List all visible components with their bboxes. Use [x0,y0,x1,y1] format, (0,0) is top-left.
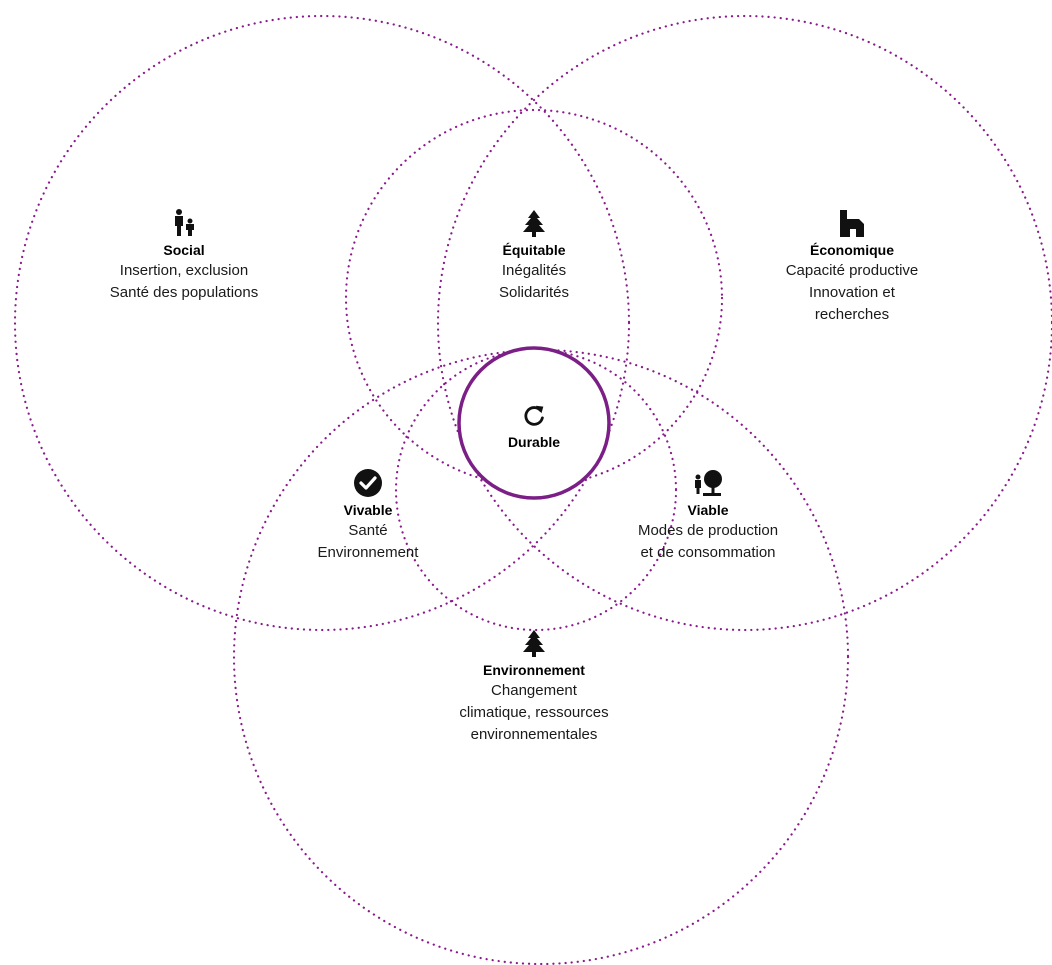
zone-title: Vivable [343,502,393,518]
zone-social: Social Insertion, exclusion Santé des po… [84,208,284,304]
zone-vivable: Vivable Santé Environnement [268,468,468,564]
zone-title: Social [163,242,205,258]
zone-durable: Durable [474,402,594,452]
zone-line: Inégalités [501,262,567,279]
zone-line: Santé [348,522,388,539]
zone-line: Santé des populations [109,284,259,301]
check-circle-icon [354,469,382,497]
zone-title: Économique [809,242,894,258]
zone-line: Changement [491,682,577,699]
zone-viable: Viable Modes de production et de consomm… [608,468,808,564]
zone-line: Environnement [317,544,419,561]
zone-line: Innovation et [809,284,895,301]
zone-title: Viable [687,502,729,518]
refresh-icon [524,405,544,426]
person-tree-icon [695,470,722,496]
zone-equitable: Équitable Inégalités Solidarités [434,208,634,304]
zone-line: Insertion, exclusion [119,262,249,279]
zone-environnement: Environnement Changement climatique, res… [434,628,634,746]
zone-title: Environnement [483,662,585,678]
zone-line: Capacité productive [785,262,919,279]
building-icon [840,210,864,237]
zone-line: Solidarités [498,284,570,301]
pine-tree-icon [523,210,545,237]
equitable-circle [344,108,724,488]
social-circle [13,14,631,632]
family-icon [175,209,194,236]
zone-economique: Économique Capacité productive Innovatio… [752,208,952,326]
zone-line: recherches [814,306,890,323]
zone-title: Équitable [502,242,566,258]
economique-circle [436,14,1052,632]
zone-line: Modes de production [637,522,779,539]
pine-tree-icon [523,630,545,657]
zone-line: climatique, ressources [459,704,609,721]
zone-title: Durable [507,434,561,450]
zone-line: environnementales [470,726,598,743]
zone-line: et de consommation [640,544,776,561]
